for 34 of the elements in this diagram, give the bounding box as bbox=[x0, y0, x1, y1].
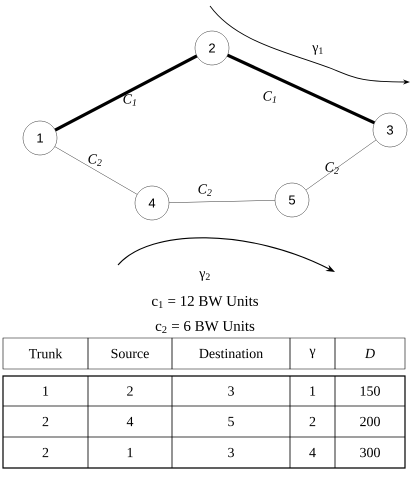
table-cell: 1 bbox=[290, 376, 336, 406]
table-cell: 200 bbox=[334, 406, 406, 438]
table-header-cell: D bbox=[334, 338, 406, 370]
link-line bbox=[306, 140, 376, 190]
link-line bbox=[169, 200, 275, 203]
flow-label: γ$_{1}$ bbox=[312, 45, 323, 55]
edge-label: C$_{2}$ bbox=[325, 162, 339, 174]
table-header-cell: Trunk bbox=[2, 338, 88, 370]
capacity-equation: c$_{1}$ = 12 BW Units bbox=[152, 296, 258, 308]
table-cell: 2 bbox=[290, 406, 336, 438]
table-cell: 1 bbox=[88, 436, 172, 468]
table-header-cell: Destination bbox=[172, 338, 290, 370]
table-cell: 4 bbox=[290, 436, 336, 468]
capacity-equation: c$_{2}$ = 6 BW Units bbox=[156, 320, 254, 334]
table-cell: 5 bbox=[172, 406, 290, 438]
edge-label: C$_{2}$ bbox=[88, 154, 102, 166]
edge-label: C$_{1}$ bbox=[263, 91, 276, 103]
table-cell: 2 bbox=[2, 406, 88, 438]
table-cell: 2 bbox=[88, 376, 172, 406]
table-header-cell: Source bbox=[88, 338, 172, 370]
edge-label: C$_{2}$ bbox=[198, 184, 212, 196]
table-cell: 1 bbox=[2, 376, 88, 406]
link-line bbox=[54, 146, 138, 195]
table-header-cell: γ bbox=[290, 338, 336, 370]
flow-label: γ$_{2}$ bbox=[199, 271, 210, 281]
table-cell: 3 bbox=[172, 436, 290, 468]
table-cell: 4 bbox=[88, 406, 172, 438]
link-line bbox=[54, 54, 198, 132]
edge-label: C$_{1}$ bbox=[123, 94, 136, 106]
link-line bbox=[226, 54, 376, 124]
table-cell: 2 bbox=[2, 436, 88, 468]
table-cell: 150 bbox=[334, 376, 406, 406]
table-cell: 3 bbox=[172, 376, 290, 406]
table-cell: 300 bbox=[334, 436, 406, 468]
